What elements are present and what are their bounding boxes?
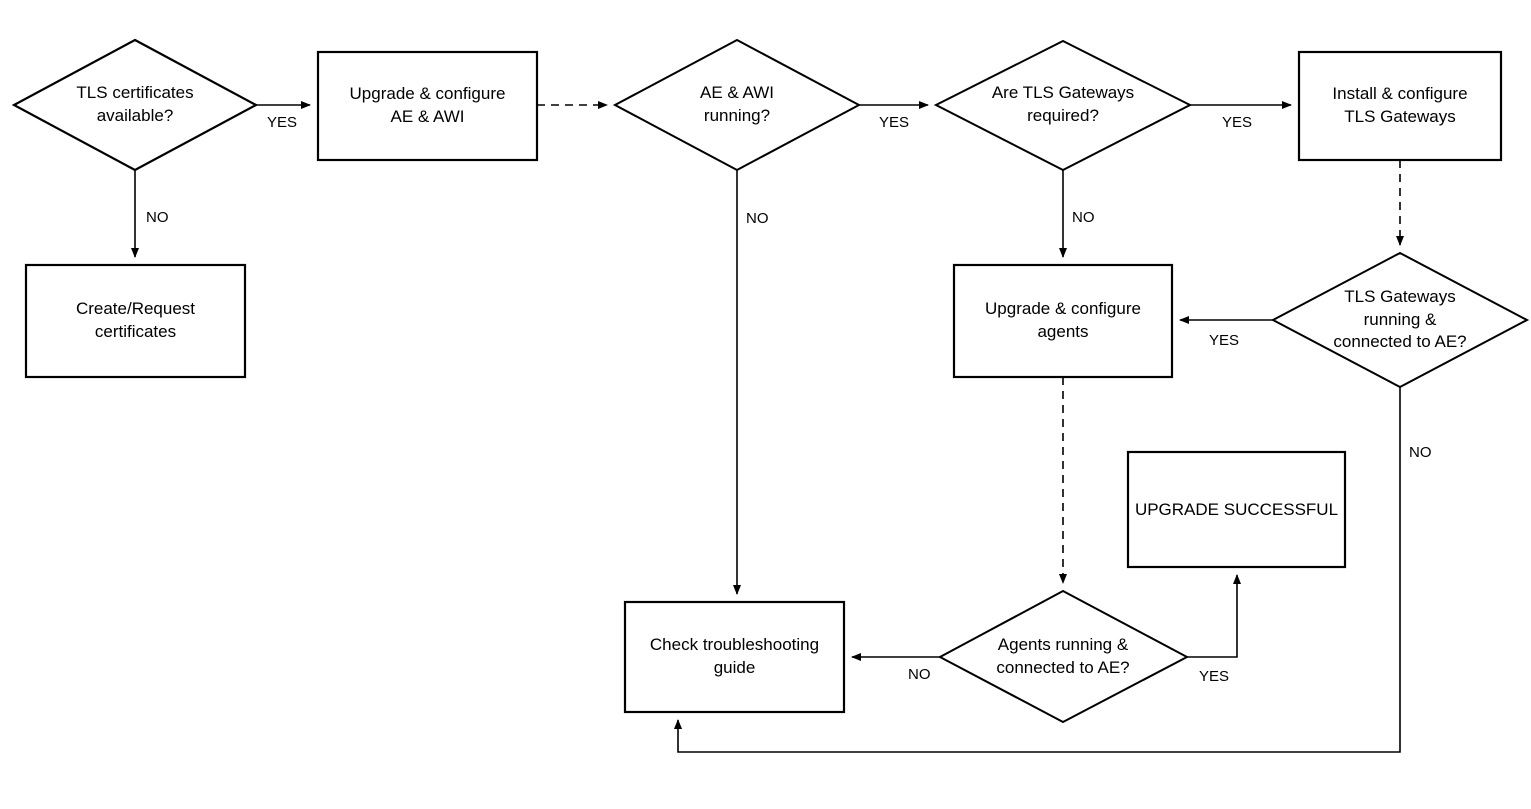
edge-label-gateways-running-no: NO [1409,444,1432,461]
node-shape-tls-gateways-running-connected [1270,251,1530,389]
node-shape-ae-awi-running [612,38,862,172]
node-shape-tls-certificates-available [11,38,259,172]
node-shape-install-configure-tls-gateways [1297,50,1503,162]
edge-label-gateways-required-no: NO [1072,209,1095,226]
edge-label-agents-running-yes: YES [1199,668,1230,685]
node-shape-upgrade-configure-agents [952,263,1174,379]
node-shape-check-troubleshooting-guide [623,600,846,714]
edge-label-gateways-running-yes: YES [1209,332,1240,349]
node-shape-upgrade-successful [1126,450,1347,569]
edge-label-certs-yes: YES [267,114,298,131]
node-shape-create-request-certificates [24,263,247,379]
edge-label-agents-running-no: NO [908,666,931,683]
node-shape-agents-running-connected [937,589,1190,724]
edge-label-certs-no: NO [146,209,169,226]
edge-label-ae-awi-running-no: NO [746,210,769,227]
edge-label-ae-awi-running-yes: YES [879,114,910,131]
edge-label-gateways-required-yes: YES [1222,114,1253,131]
node-shape-upgrade-configure-ae-awi [316,50,539,162]
edge-agents-running-yes [1187,574,1241,658]
edge-gateways-running-no [674,387,1401,753]
node-shape-are-tls-gateways-required [933,39,1193,172]
